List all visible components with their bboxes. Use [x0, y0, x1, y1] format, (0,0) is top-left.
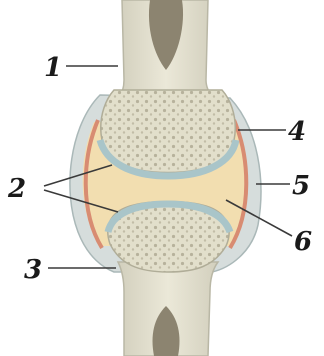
label-6: 6: [294, 227, 312, 257]
upper-bone-head: [101, 90, 236, 173]
label-3: 3: [24, 255, 42, 285]
label-1: 1: [44, 53, 62, 83]
label-5: 5: [292, 171, 310, 201]
label-2: 2: [7, 174, 26, 204]
label-4: 4: [288, 117, 306, 147]
